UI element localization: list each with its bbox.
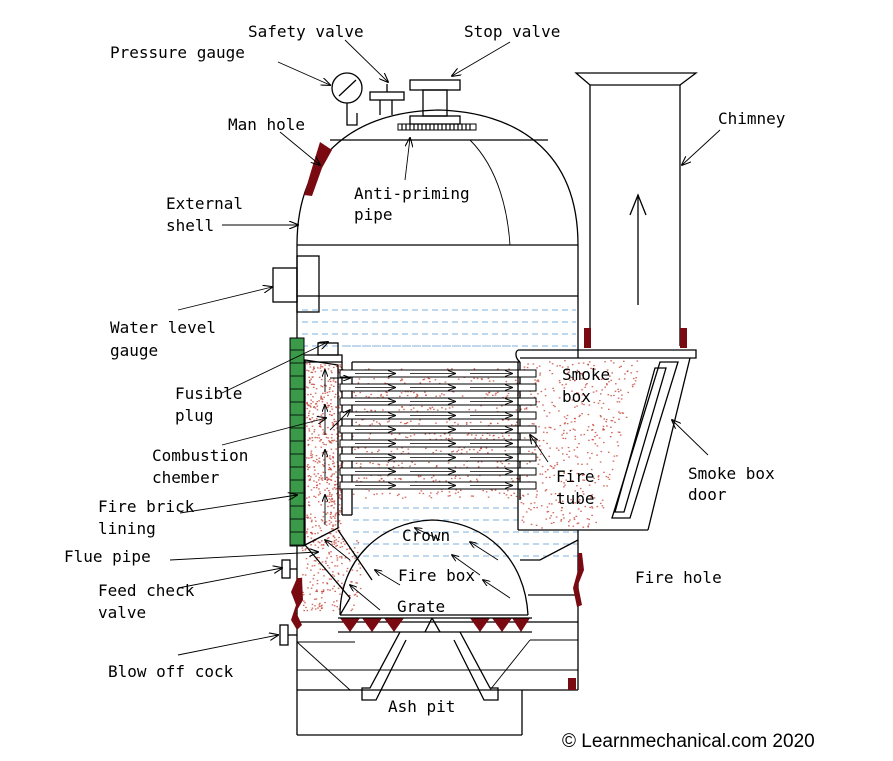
boiler-shell <box>296 109 579 736</box>
anti-priming-pipe <box>401 124 471 130</box>
label-ash-pit: Ash pit <box>388 697 455 716</box>
leader-lines <box>169 39 721 656</box>
label-blow-off-cock: Blow off cock <box>108 662 234 681</box>
label-fire-tube-2: tube <box>556 489 595 508</box>
label-crown: Crown <box>402 526 450 545</box>
label-external-shell-1: External <box>166 194 243 213</box>
label-combustion-chamber-2: chember <box>152 468 220 487</box>
label-man-hole: Man hole <box>228 115 305 134</box>
fire-box <box>304 519 579 701</box>
label-anti-priming-2: pipe <box>354 205 393 224</box>
top-fittings <box>331 72 477 131</box>
chimney-stack <box>574 72 698 348</box>
label-grate: Grate <box>397 597 445 616</box>
label-fire-brick-lining-2: lining <box>98 519 156 538</box>
label-pressure-gauge: Pressure gauge <box>110 43 245 62</box>
label-combustion-chamber-1: Combustion <box>152 446 248 465</box>
label-fusible-plug-2: plug <box>175 406 214 425</box>
label-feed-check-valve-1: Feed check <box>98 581 195 600</box>
label-smoke-box-door-1: Smoke box <box>688 464 775 483</box>
label-smoke-box-1: Smoke <box>562 365 610 384</box>
water-level-gauge-body <box>272 255 320 313</box>
label-anti-priming-1: Anti-priming <box>354 184 470 203</box>
copyright-text: © Learnmechanical.com 2020 <box>562 731 815 752</box>
label-fire-brick-lining-1: Fire brick <box>98 497 195 516</box>
smoke-box <box>515 349 697 531</box>
label-water-level-gauge-2: gauge <box>110 341 158 360</box>
label-fire-tube-1: Fire <box>556 467 595 486</box>
label-external-shell-2: shell <box>166 216 214 235</box>
label-safety-valve: Safety valve <box>248 22 364 41</box>
gaskets <box>279 142 584 690</box>
label-water-level-gauge-1: Water level <box>110 318 216 337</box>
fire-brick-lining <box>289 337 305 547</box>
label-smoke-box-2: box <box>562 387 591 406</box>
label-flue-pipe: Flue pipe <box>64 547 151 566</box>
gas-flow-arrows <box>325 370 511 611</box>
label-smoke-box-door-2: door <box>688 485 727 504</box>
label-feed-check-valve-2: valve <box>98 603 146 622</box>
label-fire-box: Fire box <box>398 566 475 585</box>
label-fire-hole: Fire hole <box>635 568 722 587</box>
fire-tubes <box>339 369 537 490</box>
label-fusible-plug-1: Fusible <box>175 384 242 403</box>
labels: Safety valve Stop valve Pressure gauge M… <box>64 22 815 752</box>
label-stop-valve: Stop valve <box>464 22 560 41</box>
label-chimney: Chimney <box>718 109 786 128</box>
